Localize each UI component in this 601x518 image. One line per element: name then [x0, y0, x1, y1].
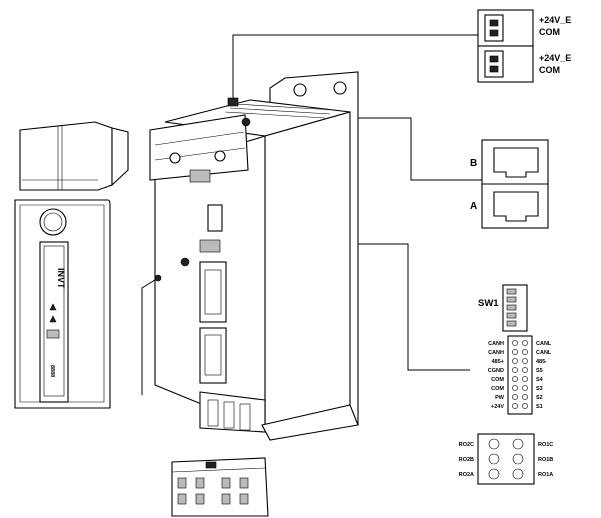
power-label-3: +24V_E	[539, 53, 571, 63]
sig-left-2: CANH	[488, 350, 504, 356]
relay-right-3: RO1A	[538, 472, 553, 478]
rj45-port-b	[493, 147, 539, 178]
power-terminal-plug	[171, 457, 269, 517]
rj45-label-a: A	[470, 201, 477, 212]
keypad-display: 8888	[49, 365, 55, 377]
relay-left-1: RO2C	[459, 442, 474, 448]
power-connector-24v: +24V_E COM +24V_E COM	[477, 9, 571, 83]
sig-left-7: PW	[495, 395, 505, 401]
keypad-logo: INVT	[56, 268, 66, 289]
warning-triangle-icon	[49, 303, 57, 311]
sig-right-6: S3	[536, 386, 543, 392]
sig-right-7: S2	[536, 395, 543, 401]
sig-right-3: 485-	[536, 359, 547, 365]
relay-left-3: RO2A	[459, 472, 474, 478]
rj45-port-a	[493, 191, 539, 222]
leader-led	[141, 277, 159, 395]
sig-left-3: 485+	[492, 359, 504, 365]
sig-right-2: CANL	[536, 350, 552, 356]
relay-left-2: RO2B	[459, 457, 474, 463]
power-label-4: COM	[539, 65, 560, 75]
power-label-1: +24V_E	[539, 15, 571, 25]
rj45-ports: B A	[470, 139, 549, 229]
drive-housing	[149, 71, 359, 441]
sig-right-1: CANL	[536, 341, 552, 347]
rj45-label-b: B	[470, 158, 477, 169]
relay-right-2: RO1B	[538, 457, 553, 463]
warning-triangle-icon	[49, 315, 57, 323]
dip-switch-sw1: SW1	[478, 284, 528, 332]
sig-left-6: COM	[491, 386, 504, 392]
sig-left-1: CANH	[488, 341, 504, 347]
keypad: INVT 8888	[14, 199, 111, 409]
sig-left-5: COM	[491, 377, 504, 383]
leader-power	[232, 34, 478, 100]
relay-terminal-block: RO2C RO2B RO2A RO1C RO1B RO1A	[459, 433, 553, 485]
signal-terminal-block: CANH CANH 485+ CGND COM COM PW +24V CANL…	[488, 335, 552, 415]
sig-left-8: +24V	[491, 404, 504, 410]
relay-right-1: RO1C	[538, 442, 553, 448]
keypad-top-cover	[19, 121, 129, 191]
sig-right-5: S4	[536, 377, 544, 383]
sig-right-8: S1	[536, 404, 543, 410]
sig-left-4: CGND	[488, 368, 504, 374]
sig-right-4: S5	[536, 368, 543, 374]
sw1-label: SW1	[478, 298, 499, 309]
power-label-2: COM	[539, 27, 560, 37]
